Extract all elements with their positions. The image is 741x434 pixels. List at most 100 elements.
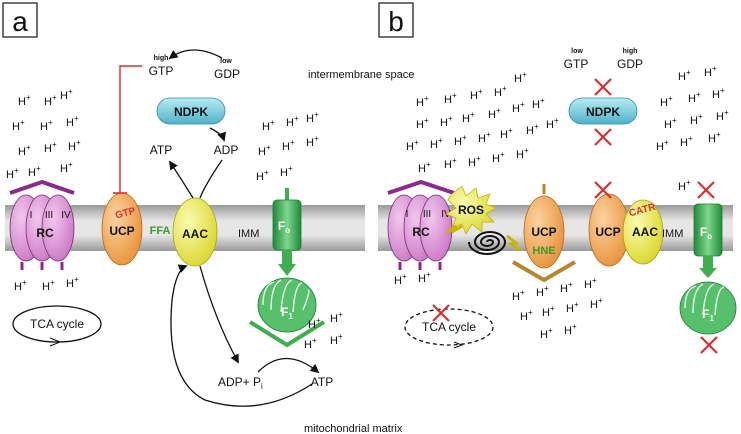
proton-label: H+	[12, 118, 25, 133]
hne-label: HNE	[532, 245, 555, 257]
proton-label: H+	[690, 112, 703, 127]
imm-label-a: IMM	[238, 228, 259, 240]
svg-text:Fo: Fo	[278, 219, 290, 235]
gtp-inhibitor-label: GTP	[114, 206, 137, 222]
proton-label: H+	[678, 178, 691, 193]
svg-text:high: high	[154, 55, 169, 62]
svg-text:high: high	[623, 48, 638, 55]
proton-label: H+	[516, 146, 529, 161]
proton-label: H+	[394, 272, 407, 287]
proton-label: H+	[258, 143, 271, 158]
svg-text:F1: F1	[702, 307, 714, 323]
proton-label: H+	[416, 94, 429, 109]
proton-label: H+	[256, 168, 269, 183]
proton-label: H+	[478, 130, 491, 145]
proton-cluster-a: H+H+H+H+H+H+H+H+H+H+H+H+H+H+H+H+H+H+H+H+…	[6, 87, 343, 351]
proton-label: H+	[566, 300, 579, 315]
spiral-icon	[468, 231, 507, 255]
proton-label: H+	[28, 164, 41, 179]
svg-text:UCP: UCP	[595, 225, 620, 239]
bolt-icon	[506, 234, 521, 252]
proton-label: H+	[416, 116, 429, 131]
proton-label: H+	[514, 70, 527, 85]
svg-text:b: b	[388, 6, 404, 37]
svg-text:IV: IV	[61, 210, 71, 221]
adp-to-matrix-arrow	[199, 265, 239, 364]
svg-text:RC: RC	[412, 225, 430, 239]
adp-label-a: ADP	[214, 143, 239, 157]
proton-label: H+	[584, 276, 597, 291]
proton-label: H+	[40, 118, 53, 133]
proton-label: H+	[564, 322, 577, 337]
svg-text:Fo: Fo	[700, 225, 712, 241]
proton-label: H+	[280, 164, 293, 179]
proton-label: H+	[418, 270, 431, 285]
atp-label-a: ATP	[150, 143, 172, 157]
svg-text:NDPK: NDPK	[586, 105, 620, 119]
svg-text:I: I	[30, 210, 33, 221]
proton-label: H+	[44, 140, 57, 155]
proton-label: H+	[540, 326, 553, 341]
svg-text:low: low	[571, 48, 583, 55]
gdp-to-gtp-arrow	[168, 49, 223, 60]
proton-label: H+	[660, 94, 673, 109]
proton-label: H+	[306, 134, 319, 149]
proton-label: H+	[304, 336, 317, 351]
svg-text:low: low	[220, 58, 232, 65]
proton-label: H+	[262, 118, 275, 133]
proton-cluster-b: H+H+H+H+H+H+H+H+H+H+H+H+H+H+H+H+H+H+H+H+…	[394, 64, 729, 341]
imm-label-b: IMM	[662, 228, 683, 240]
proton-label: H+	[308, 316, 321, 331]
red-cross-icon	[697, 181, 715, 199]
ros-burst-icon: ROS	[445, 185, 497, 235]
to-adp-arrow	[209, 127, 227, 142]
proton-label: H+	[526, 122, 539, 137]
ndpk-b: NDPK	[568, 97, 638, 125]
ucp-aac-b: UCP AAC CATR	[588, 193, 664, 267]
ffa-label: FFA	[150, 225, 171, 237]
aac-a: AAC	[172, 197, 218, 267]
red-cross-icon	[594, 78, 612, 96]
red-cross-group	[432, 78, 718, 354]
proton-label: H+	[60, 87, 73, 102]
proton-label: H+	[462, 110, 475, 125]
proton-label: H+	[536, 284, 549, 299]
adp-pi-label: ADP+ Pi	[218, 375, 263, 391]
svg-text:AAC: AAC	[182, 227, 208, 241]
proton-label: H+	[66, 114, 79, 129]
svg-text:III: III	[45, 210, 53, 221]
proton-label: H+	[708, 130, 721, 145]
proton-label: H+	[500, 126, 513, 141]
proton-label: H+	[444, 156, 457, 171]
red-cross-icon	[594, 128, 612, 146]
proton-label: H+	[330, 310, 343, 325]
proton-label: H+	[468, 154, 481, 169]
proton-label: H+	[444, 91, 457, 106]
proton-label: H+	[406, 138, 419, 153]
proton-label: H+	[492, 150, 505, 165]
proton-label: H+	[68, 138, 81, 153]
svg-text:AAC: AAC	[632, 225, 658, 239]
proton-label: H+	[470, 87, 483, 102]
red-cross-icon	[432, 304, 450, 322]
intermembrane-space-label: intermembrane space	[308, 69, 414, 81]
red-cross-icon	[594, 181, 612, 199]
svg-text:RC: RC	[36, 226, 54, 240]
proton-label: H+	[286, 114, 299, 129]
proton-label: H+	[282, 138, 295, 153]
proton-label: H+	[520, 308, 533, 323]
red-cross-icon	[700, 336, 718, 354]
atp-matrix-label: ATP	[311, 375, 333, 389]
ucp-b: UCP HNE	[511, 184, 577, 283]
proton-label: H+	[488, 106, 501, 121]
proton-label: H+	[14, 278, 27, 293]
proton-label: H+	[680, 134, 693, 149]
proton-label: H+	[716, 108, 729, 123]
gdp-label-b: GDP	[617, 57, 643, 71]
proton-label: H+	[512, 288, 525, 303]
proton-label: H+	[656, 138, 669, 153]
gtp-label-a: GTP	[149, 64, 174, 78]
svg-text:TCA cycle: TCA cycle	[422, 320, 476, 334]
proton-label: H+	[18, 93, 31, 108]
